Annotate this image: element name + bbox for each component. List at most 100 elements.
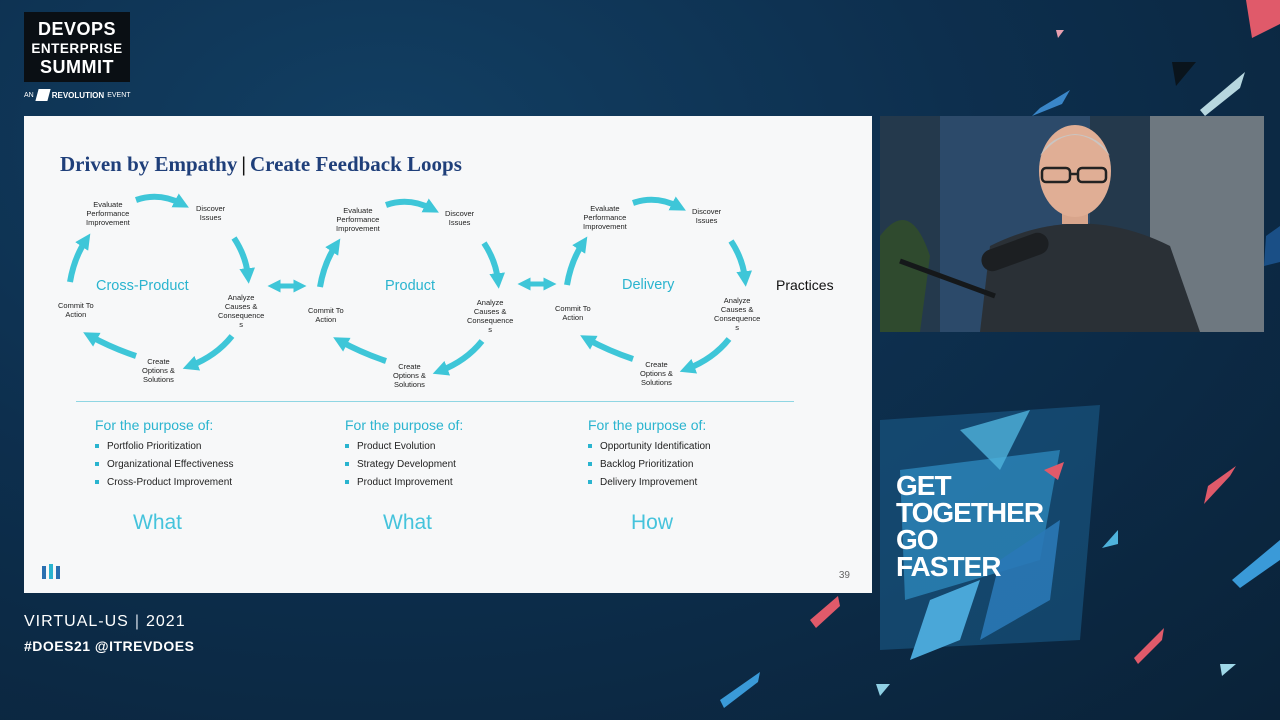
list-item-text: Organizational Effectiveness [107,459,234,470]
list-item-text: Cross-Product Improvement [107,477,233,488]
loop3-arrow-5 [564,236,588,286]
loop1-arrow-3 [182,334,235,371]
list-item-text: Delivery Improvement [600,477,698,488]
loop1-arrow-1 [135,193,189,208]
loop1-arrow-2 [231,236,255,284]
deco-shard [960,410,1030,470]
presentation-slide: Driven by Empathy|Create Feedback Loops … [24,116,872,593]
list-item: Portfolio Prioritization [95,441,234,452]
list-item: Opportunity Identification [588,441,711,452]
column-1-footer: What [133,511,183,534]
purpose-heading: For the purpose of: [588,417,707,433]
slide-title: Driven by Empathy|Create Feedback Loops [60,152,462,177]
list-item-text: Opportunity Identification [600,441,711,452]
bullet-icon [95,461,99,466]
event-year: 2021 [146,613,186,630]
purpose-heading: For the purpose of: [95,417,214,433]
loop2-arrow-3 [432,339,485,376]
tagline-line-3: GO [896,524,939,555]
loop2-arrow-2 [481,241,505,289]
practices-label: Practices [776,277,834,293]
devops-summit-logo: DEVOPS ENTERPRISE SUMMIT [24,12,130,82]
slide-title-separator: | [241,152,246,176]
logo-subtitle: AN REVOLUTION EVENT [24,89,131,101]
purpose-column-1: For the purpose of: Portfolio Prioritiza… [95,417,234,495]
loop3-arrow-3 [679,337,732,374]
deco-shard [910,580,980,660]
bullet-icon [588,443,592,448]
deco-shard [1172,62,1196,86]
speaker-video [880,116,1264,332]
tagline-line-1: GET [896,470,952,501]
purpose-list: Product Evolution Strategy Development P… [345,441,463,488]
deco-shard [1246,0,1280,38]
bullet-icon [345,479,349,484]
event-separator: | [134,613,140,630]
loop1-arrow-5 [67,233,91,283]
divider-line [76,401,794,402]
loop3-label: Delivery [622,277,675,293]
loop-arrows [67,193,752,376]
column-3-footer: How [631,511,674,534]
column-2-footer: What [383,511,433,534]
tagline-line-4: FASTER [896,551,1001,582]
loop3-arrow-1 [632,196,686,211]
bullet-icon [345,461,349,466]
connector-arrows [267,277,557,293]
loop2-label: Product [385,278,435,294]
list-item: Cross-Product Improvement [95,477,234,488]
logo-sub-suffix: EVENT [107,91,131,99]
deco-shard [720,672,760,708]
list-item-text: Portfolio Prioritization [107,441,202,452]
loop2-arrow-5 [317,238,341,288]
loop1-arrow-4 [83,332,137,359]
deco-shard [876,684,890,696]
list-item: Backlog Prioritization [588,459,711,470]
bullet-icon [345,443,349,448]
purpose-column-2: For the purpose of: Product Evolution St… [345,417,463,495]
list-item: Delivery Improvement [588,477,711,488]
deco-shard [980,520,1060,640]
deco-shard [1044,462,1064,480]
slide-title-right: Create Feedback Loops [249,152,462,176]
deco-shard [1204,466,1236,504]
logo-sub-brand: REVOLUTION [51,90,105,100]
bullet-icon [588,479,592,484]
deco-shard [1134,628,1164,664]
list-item-text: Product Improvement [357,477,453,488]
list-item: Product Improvement [345,477,463,488]
deco-shard [1232,540,1280,588]
deco-shard [1264,226,1280,266]
logo-sub-prefix: AN [24,91,34,99]
deco-shard [1220,664,1236,676]
tagline-line-2: TOGETHER [896,497,1044,528]
list-item: Organizational Effectiveness [95,459,234,470]
list-item-text: Product Evolution [357,441,436,452]
tagline: GET TOGETHER GO FASTER [896,470,1044,582]
bullet-icon [95,479,99,484]
loop3-arrow-4 [580,335,634,362]
loop3-arrow-2 [728,239,752,287]
deco-shard [1102,530,1118,548]
feedback-loops-diagram [67,193,752,376]
purpose-column-3: For the purpose of: Opportunity Identifi… [588,417,711,495]
purpose-heading: For the purpose of: [345,417,464,433]
loop2-arrow-1 [385,198,439,213]
deco-shard [1032,90,1070,116]
speaker-illustration [880,116,1264,332]
deco-shard [810,596,840,628]
list-item: Strategy Development [345,459,463,470]
